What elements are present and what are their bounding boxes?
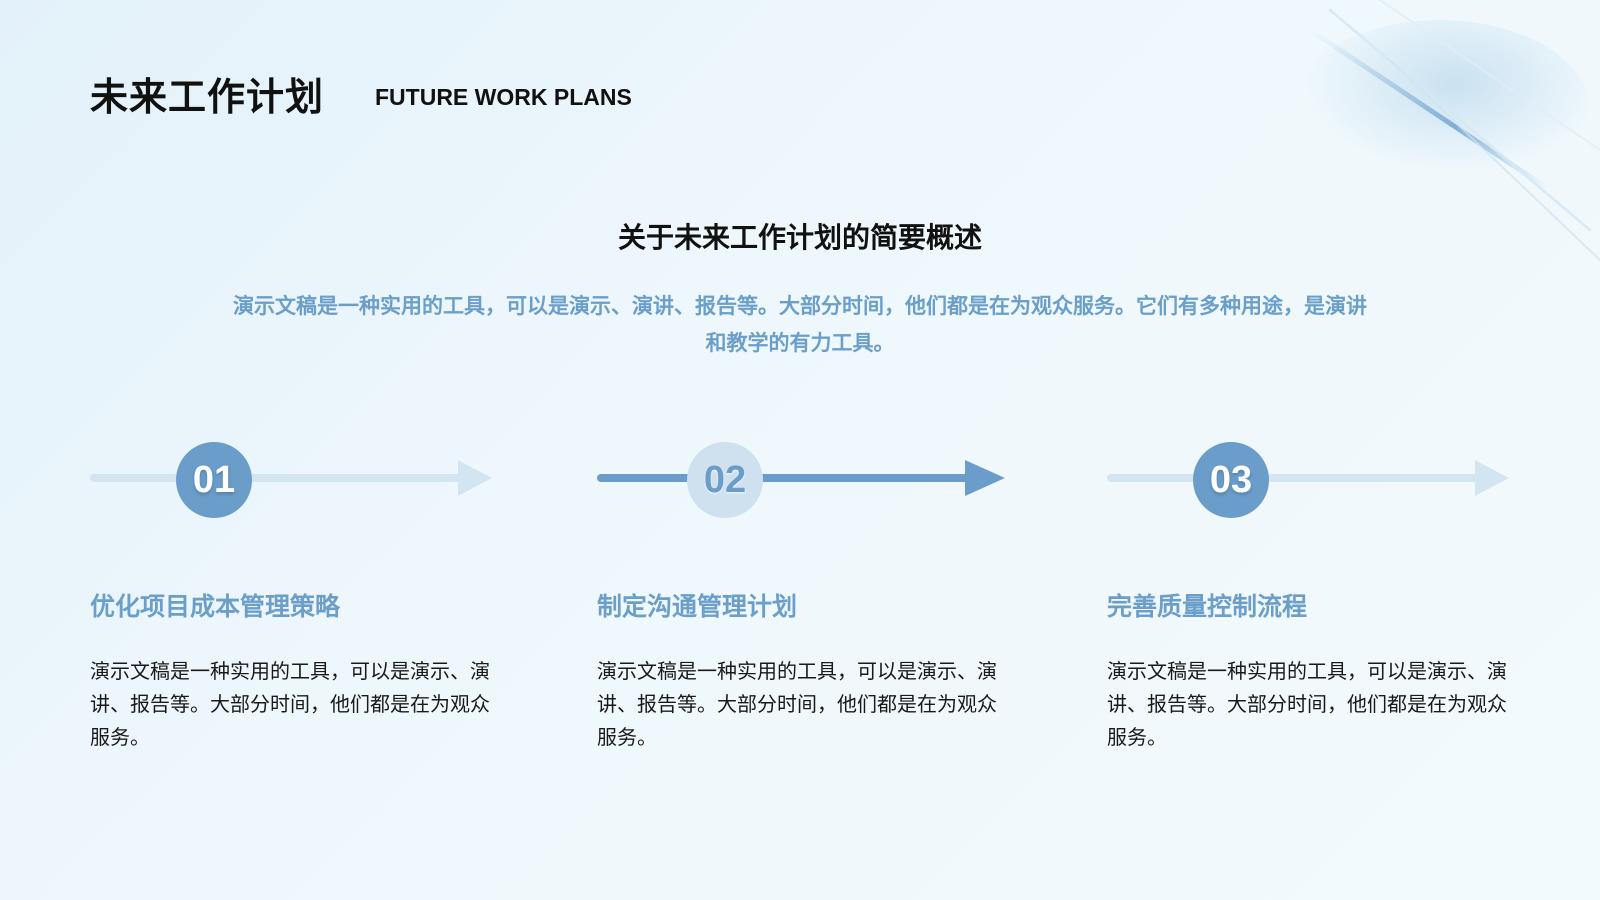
overview-heading: 关于未来工作计划的简要概述 bbox=[617, 221, 982, 254]
step-title: 优化项目成本管理策略 bbox=[90, 592, 341, 621]
step-title: 制定沟通管理计划 bbox=[597, 592, 798, 621]
step-number-badge: 02 bbox=[687, 442, 763, 518]
step-card-3: 03 完善质量控制流程 演示文稿是一种实用的工具，可以是演示、演讲、报告等。大部… bbox=[1107, 440, 1527, 780]
step-card-1: 01 优化项目成本管理策略 演示文稿是一种实用的工具，可以是演示、演讲、报告等。… bbox=[90, 440, 510, 780]
step-description: 演示文稿是一种实用的工具，可以是演示、演讲、报告等。大部分时间，他们都是在为观众… bbox=[1107, 659, 1507, 749]
step-arrow-2 bbox=[597, 460, 1005, 496]
light-streak-decoration bbox=[1290, 0, 1600, 261]
step-title: 完善质量控制流程 bbox=[1107, 592, 1308, 621]
page-subtitle-english: FUTURE WORK PLANS bbox=[375, 84, 632, 110]
step-arrow-3 bbox=[1107, 460, 1509, 496]
step-description: 演示文稿是一种实用的工具，可以是演示、演讲、报告等。大部分时间，他们都是在为观众… bbox=[90, 659, 490, 749]
step-arrow-1 bbox=[90, 460, 492, 496]
overview-description: 演示文稿是一种实用的工具，可以是演示、演讲、报告等。大部分时间，他们都是在为观众… bbox=[233, 294, 1367, 355]
step-number-badge: 03 bbox=[1193, 442, 1269, 518]
step-number-badge: 01 bbox=[176, 442, 252, 518]
step-description: 演示文稿是一种实用的工具，可以是演示、演讲、报告等。大部分时间，他们都是在为观众… bbox=[597, 659, 997, 749]
page-title: 未来工作计划 bbox=[90, 75, 325, 119]
step-card-2: 02 制定沟通管理计划 演示文稿是一种实用的工具，可以是演示、演讲、报告等。大部… bbox=[597, 440, 1017, 780]
